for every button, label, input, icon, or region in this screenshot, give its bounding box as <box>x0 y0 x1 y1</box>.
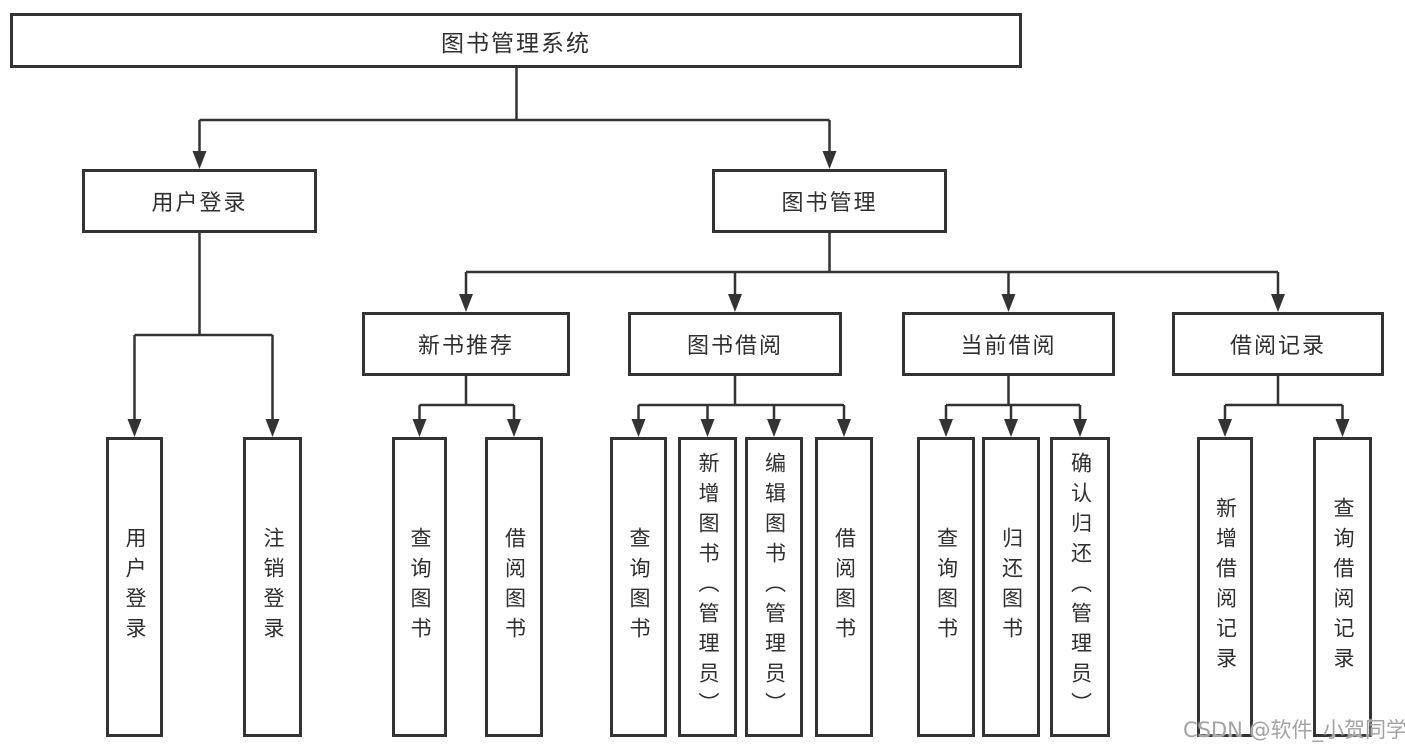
node-new-book-recommend-label: 新书推荐 <box>417 334 514 359</box>
node-borrow-records-label: 借阅记录 <box>1229 334 1326 359</box>
node-root-label: 图书管理系统 <box>441 30 591 57</box>
leaf-current-confirm-return-admin-label: 确认归还（管理员） <box>1068 452 1093 722</box>
leaf-records-add-record-label: 新增借阅记录 <box>1213 497 1238 677</box>
leaf-borrow-edit-books-admin-label: 编辑图书（管理员） <box>762 452 787 722</box>
node-current-borrow-label: 当前借阅 <box>960 334 1057 359</box>
leaf-records-query-record: 查询借阅记录 <box>1313 437 1372 737</box>
node-book-management-label: 图书管理 <box>781 191 878 216</box>
arrowheads <box>127 151 1350 437</box>
leaf-borrow-borrow-books: 借阅图书 <box>815 437 873 737</box>
leaf-current-query-books-label: 查询图书 <box>934 527 959 647</box>
leaf-records-add-record: 新增借阅记录 <box>1197 437 1253 737</box>
leaf-borrow-borrow-books-label: 借阅图书 <box>832 527 857 647</box>
leaf-recommend-borrow-books: 借阅图书 <box>485 437 543 737</box>
node-book-borrow: 图书借阅 <box>628 312 842 376</box>
node-book-borrow-label: 图书借阅 <box>686 334 783 359</box>
leaf-recommend-query-books: 查询图书 <box>392 437 447 737</box>
leaf-user-login: 用户登录 <box>106 437 163 737</box>
node-book-management: 图书管理 <box>712 169 947 233</box>
leaf-current-query-books: 查询图书 <box>917 437 975 737</box>
node-root: 图书管理系统 <box>10 13 1022 68</box>
leaf-borrow-add-books-admin-label: 新增图书（管理员） <box>696 452 720 722</box>
leaf-recommend-query-books-label: 查询图书 <box>408 527 432 647</box>
leaf-user-login-label: 用户登录 <box>123 527 147 647</box>
node-borrow-records: 借阅记录 <box>1172 312 1384 376</box>
leaf-borrow-query-books-label: 查询图书 <box>627 527 651 647</box>
watermark: CSDN @软件_小贺同学 <box>1183 718 1405 742</box>
leaf-borrow-add-books-admin: 新增图书（管理员） <box>678 437 737 737</box>
leaf-logout-label: 注销登录 <box>261 527 285 647</box>
leaf-borrow-query-books: 查询图书 <box>610 437 667 737</box>
leaf-recommend-borrow-books-label: 借阅图书 <box>502 527 527 647</box>
leaf-borrow-edit-books-admin: 编辑图书（管理员） <box>745 437 803 737</box>
leaf-current-return-books: 归还图书 <box>982 437 1040 737</box>
leaf-current-confirm-return-admin: 确认归还（管理员） <box>1050 437 1110 737</box>
node-current-borrow: 当前借阅 <box>902 312 1115 376</box>
leaf-logout: 注销登录 <box>243 437 302 737</box>
node-user-login-label: 用户登录 <box>151 191 248 216</box>
leaf-current-return-books-label: 归还图书 <box>999 527 1024 647</box>
node-user-login: 用户登录 <box>82 169 317 233</box>
leaf-records-query-record-label: 查询借阅记录 <box>1331 497 1355 677</box>
node-new-book-recommend: 新书推荐 <box>362 312 570 376</box>
